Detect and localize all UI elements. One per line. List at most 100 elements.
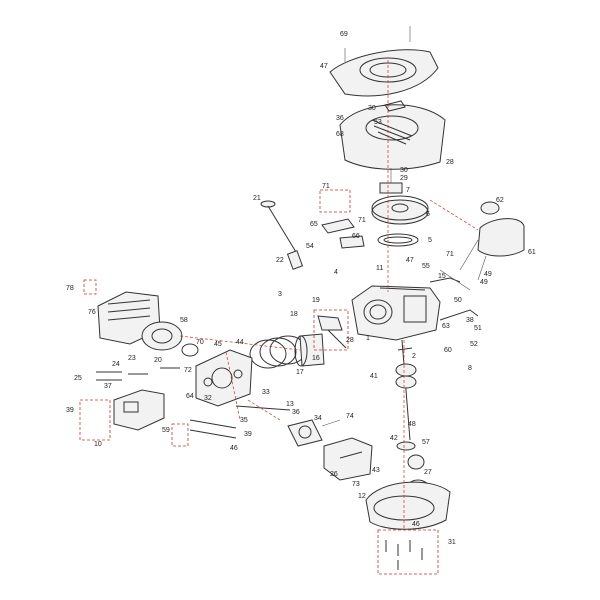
governor-linkage-part bbox=[429, 269, 479, 321]
oil-seal-part bbox=[396, 441, 416, 451]
part-label: 24 bbox=[112, 361, 120, 368]
air-filter-part bbox=[323, 437, 373, 481]
part-label: 32 bbox=[204, 395, 212, 402]
part-label: 30 bbox=[368, 105, 376, 112]
part-label: 41 bbox=[370, 373, 378, 380]
part-label: 43 bbox=[372, 467, 380, 474]
part-label: 55 bbox=[422, 263, 430, 270]
valve-head-part bbox=[195, 349, 253, 407]
part-label: 42 bbox=[390, 435, 398, 442]
part-label: 74 bbox=[346, 413, 354, 420]
connecting-rod-part bbox=[313, 309, 349, 351]
part-label: 50 bbox=[454, 297, 462, 304]
starter-pulley-part bbox=[379, 168, 403, 194]
part-label: 76 bbox=[88, 309, 96, 316]
part-label: 68 bbox=[336, 131, 344, 138]
part-label: 26 bbox=[330, 471, 338, 478]
crankcase-part bbox=[351, 285, 441, 341]
oil-sump-part bbox=[365, 481, 451, 530]
part-label: 46 bbox=[230, 445, 238, 452]
part-label: 37 bbox=[104, 383, 112, 390]
part-label: 51 bbox=[474, 325, 482, 332]
part-label: 52 bbox=[470, 341, 478, 348]
flywheel-part bbox=[371, 195, 429, 225]
piston-part bbox=[294, 333, 325, 367]
alignment-guides bbox=[179, 60, 479, 530]
part-label: 69 bbox=[340, 31, 348, 38]
part-label: 53 bbox=[374, 119, 382, 126]
fuel-tank-part bbox=[459, 201, 525, 281]
part-label: 39 bbox=[66, 407, 74, 414]
part-label: 1 bbox=[366, 335, 370, 342]
gasket-part bbox=[141, 321, 183, 351]
part-label: 11 bbox=[376, 265, 383, 272]
rocker-rods-part bbox=[171, 405, 291, 447]
part-label: 61 bbox=[528, 249, 536, 256]
part-label: 12 bbox=[358, 493, 366, 500]
part-label: 63 bbox=[442, 323, 450, 330]
part-label: 5 bbox=[428, 237, 432, 244]
part-label: 31 bbox=[448, 539, 456, 546]
carburetor-part bbox=[287, 419, 341, 447]
part-label: 71 bbox=[446, 251, 454, 258]
part-label: 25 bbox=[74, 375, 82, 382]
part-label: 21 bbox=[253, 195, 261, 202]
part-label: 28 bbox=[346, 337, 354, 344]
part-label: 13 bbox=[286, 401, 294, 408]
part-label: 39 bbox=[244, 431, 252, 438]
part-label: 64 bbox=[186, 393, 194, 400]
part-label: 7 bbox=[406, 187, 410, 194]
part-label: 10 bbox=[94, 441, 102, 448]
part-label: 22 bbox=[276, 257, 284, 264]
muffler-part bbox=[79, 389, 165, 441]
part-label: 15 bbox=[438, 273, 446, 280]
part-label: 72 bbox=[184, 367, 192, 374]
part-label: 46 bbox=[412, 521, 420, 528]
part-label: 49 bbox=[480, 279, 488, 286]
part-label: 45 bbox=[214, 341, 222, 348]
part-label: 73 bbox=[352, 481, 360, 488]
part-label: 44 bbox=[236, 339, 244, 346]
part-label: 23 bbox=[128, 355, 136, 362]
part-label: 66 bbox=[352, 233, 360, 240]
part-label: 59 bbox=[162, 427, 170, 434]
part-label: 70 bbox=[196, 339, 204, 346]
part-label: 33 bbox=[262, 389, 270, 396]
exhaust-gasket-part bbox=[181, 343, 199, 357]
part-label: 36 bbox=[292, 409, 300, 416]
part-label: 47 bbox=[320, 63, 328, 70]
part-label: 6 bbox=[426, 211, 430, 218]
part-label: 4 bbox=[334, 269, 338, 276]
part-label: 8 bbox=[468, 365, 472, 372]
part-label: 38 bbox=[466, 317, 474, 324]
part-label: 60 bbox=[444, 347, 452, 354]
part-label: 65 bbox=[310, 221, 318, 228]
part-label: 27 bbox=[424, 469, 432, 476]
part-label: 49 bbox=[484, 271, 492, 278]
part-label: 2 bbox=[412, 353, 416, 360]
part-label: 35 bbox=[240, 417, 248, 424]
part-label: 3 bbox=[278, 291, 282, 298]
part-label: 58 bbox=[180, 317, 188, 324]
part-label: 20 bbox=[154, 357, 162, 364]
ignition-coil-group bbox=[319, 189, 365, 249]
part-label: 78 bbox=[66, 285, 74, 292]
part-label: 30 bbox=[400, 167, 408, 174]
part-label: 54 bbox=[306, 243, 314, 250]
part-label: 29 bbox=[400, 175, 408, 182]
part-label: 62 bbox=[496, 197, 504, 204]
part-label: 19 bbox=[312, 297, 320, 304]
bolts-left-part bbox=[96, 367, 180, 381]
part-label: 47 bbox=[406, 257, 414, 264]
sump-bolts-group bbox=[377, 529, 439, 575]
part-label: 18 bbox=[290, 311, 298, 318]
part-label: 36 bbox=[336, 115, 344, 122]
part-label: 71 bbox=[322, 183, 330, 190]
part-labels: 69 47 30 36 53 68 28 30 29 7 71 6 21 65 … bbox=[66, 31, 536, 546]
ring-gear-part bbox=[377, 233, 419, 247]
part-label: 34 bbox=[314, 415, 322, 422]
part-label: 16 bbox=[312, 355, 320, 362]
part-label: 28 bbox=[446, 159, 454, 166]
